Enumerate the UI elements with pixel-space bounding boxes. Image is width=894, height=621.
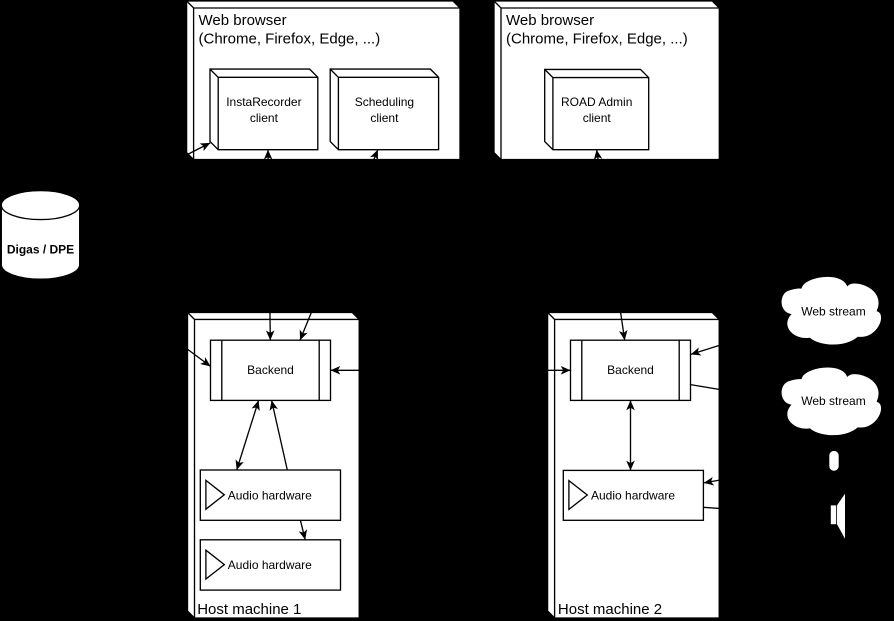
svg-text:(Chrome, Firefox, Edge, ...): (Chrome, Firefox, Edge, ...) bbox=[506, 30, 688, 47]
svg-text:ROAD Admin: ROAD Admin bbox=[561, 95, 632, 109]
svg-text:Web stream: Web stream bbox=[801, 394, 865, 408]
svg-text:Web browser: Web browser bbox=[199, 12, 287, 29]
svg-text:(Chrome, Firefox, Edge, ...): (Chrome, Firefox, Edge, ...) bbox=[199, 30, 381, 47]
svg-text:Scheduling: Scheduling bbox=[355, 95, 414, 109]
svg-text:Host machine 2: Host machine 2 bbox=[558, 601, 662, 618]
svg-text:Backend: Backend bbox=[607, 363, 654, 377]
svg-text:Audio hardware: Audio hardware bbox=[228, 558, 312, 572]
svg-text:Web browser: Web browser bbox=[506, 12, 594, 29]
svg-text:Audio hardware: Audio hardware bbox=[591, 488, 675, 502]
svg-text:Audio hardware: Audio hardware bbox=[228, 488, 312, 502]
svg-text:client: client bbox=[250, 111, 279, 125]
svg-text:Backend: Backend bbox=[247, 363, 294, 377]
svg-text:Web stream: Web stream bbox=[801, 304, 865, 318]
svg-text:Digas / DPE: Digas / DPE bbox=[7, 243, 74, 257]
svg-text:client: client bbox=[370, 111, 399, 125]
svg-text:client: client bbox=[583, 111, 612, 125]
svg-text:InstaRecorder: InstaRecorder bbox=[226, 95, 301, 109]
svg-text:Host machine 1: Host machine 1 bbox=[197, 601, 301, 618]
